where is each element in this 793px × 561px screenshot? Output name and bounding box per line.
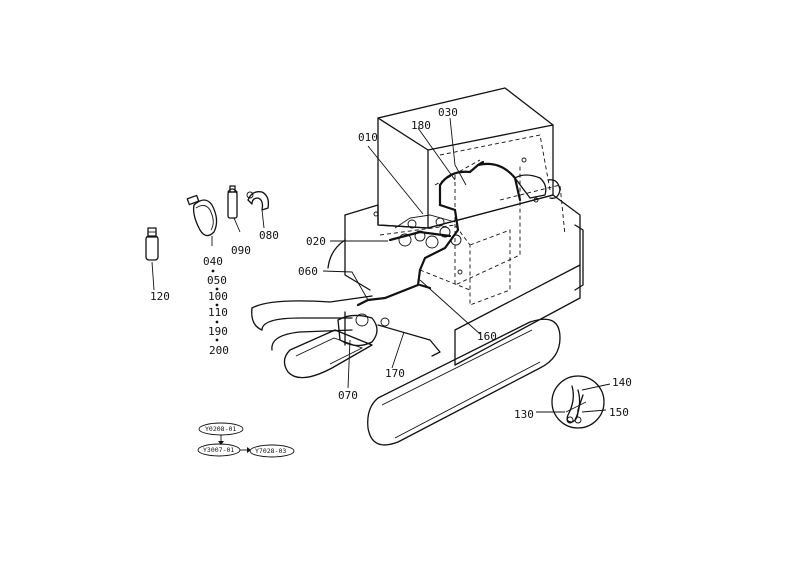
ref-code-top: Y0208-01 [205, 425, 236, 433]
callout-110: 110 [208, 306, 228, 319]
left-track [283, 329, 373, 379]
callout-030: 030 [438, 106, 458, 119]
ref-oval-right [249, 444, 295, 458]
detail-inset [551, 375, 605, 429]
boom-arm [251, 295, 441, 357]
clip-080 [246, 191, 270, 211]
reference-codes: Y0208-01 Y3007-01 Y7028-03 [197, 422, 295, 458]
callout-010: 010 [358, 131, 378, 144]
group-dot [215, 338, 219, 342]
ref-code-right: Y7028-03 [255, 447, 286, 455]
callout-160: 160 [477, 330, 497, 343]
leader-lines [151, 117, 611, 413]
group-dot [211, 269, 215, 273]
machine-body [327, 87, 584, 366]
group-dot [215, 320, 219, 324]
callout-170: 170 [385, 367, 405, 380]
callout-040: 040 [203, 255, 223, 268]
callout-070: 070 [338, 389, 358, 402]
tube-120 [145, 227, 159, 261]
callout-150: 150 [609, 406, 629, 419]
callout-080: 080 [259, 229, 279, 242]
group-dot [215, 287, 219, 291]
callout-020: 020 [306, 235, 326, 248]
callout-120: 120 [150, 290, 170, 303]
clamp-band-040 [186, 194, 218, 237]
callout-200: 200 [209, 344, 229, 357]
callout-190: 190 [208, 325, 228, 338]
callout-090: 090 [231, 244, 251, 257]
callout-100: 100 [208, 290, 228, 303]
ref-code-left: Y3007-01 [203, 446, 234, 454]
callout-060: 060 [298, 265, 318, 278]
callout-labels: 010 020 030 180 060 070 090 080 120 160 … [150, 106, 632, 421]
callout-180: 180 [411, 119, 431, 132]
tube-090 [227, 185, 238, 219]
callout-140: 140 [612, 376, 632, 389]
callout-130: 130 [514, 408, 534, 421]
right-track [367, 318, 561, 446]
callout-050: 050 [207, 274, 227, 287]
group-dot [215, 303, 219, 307]
